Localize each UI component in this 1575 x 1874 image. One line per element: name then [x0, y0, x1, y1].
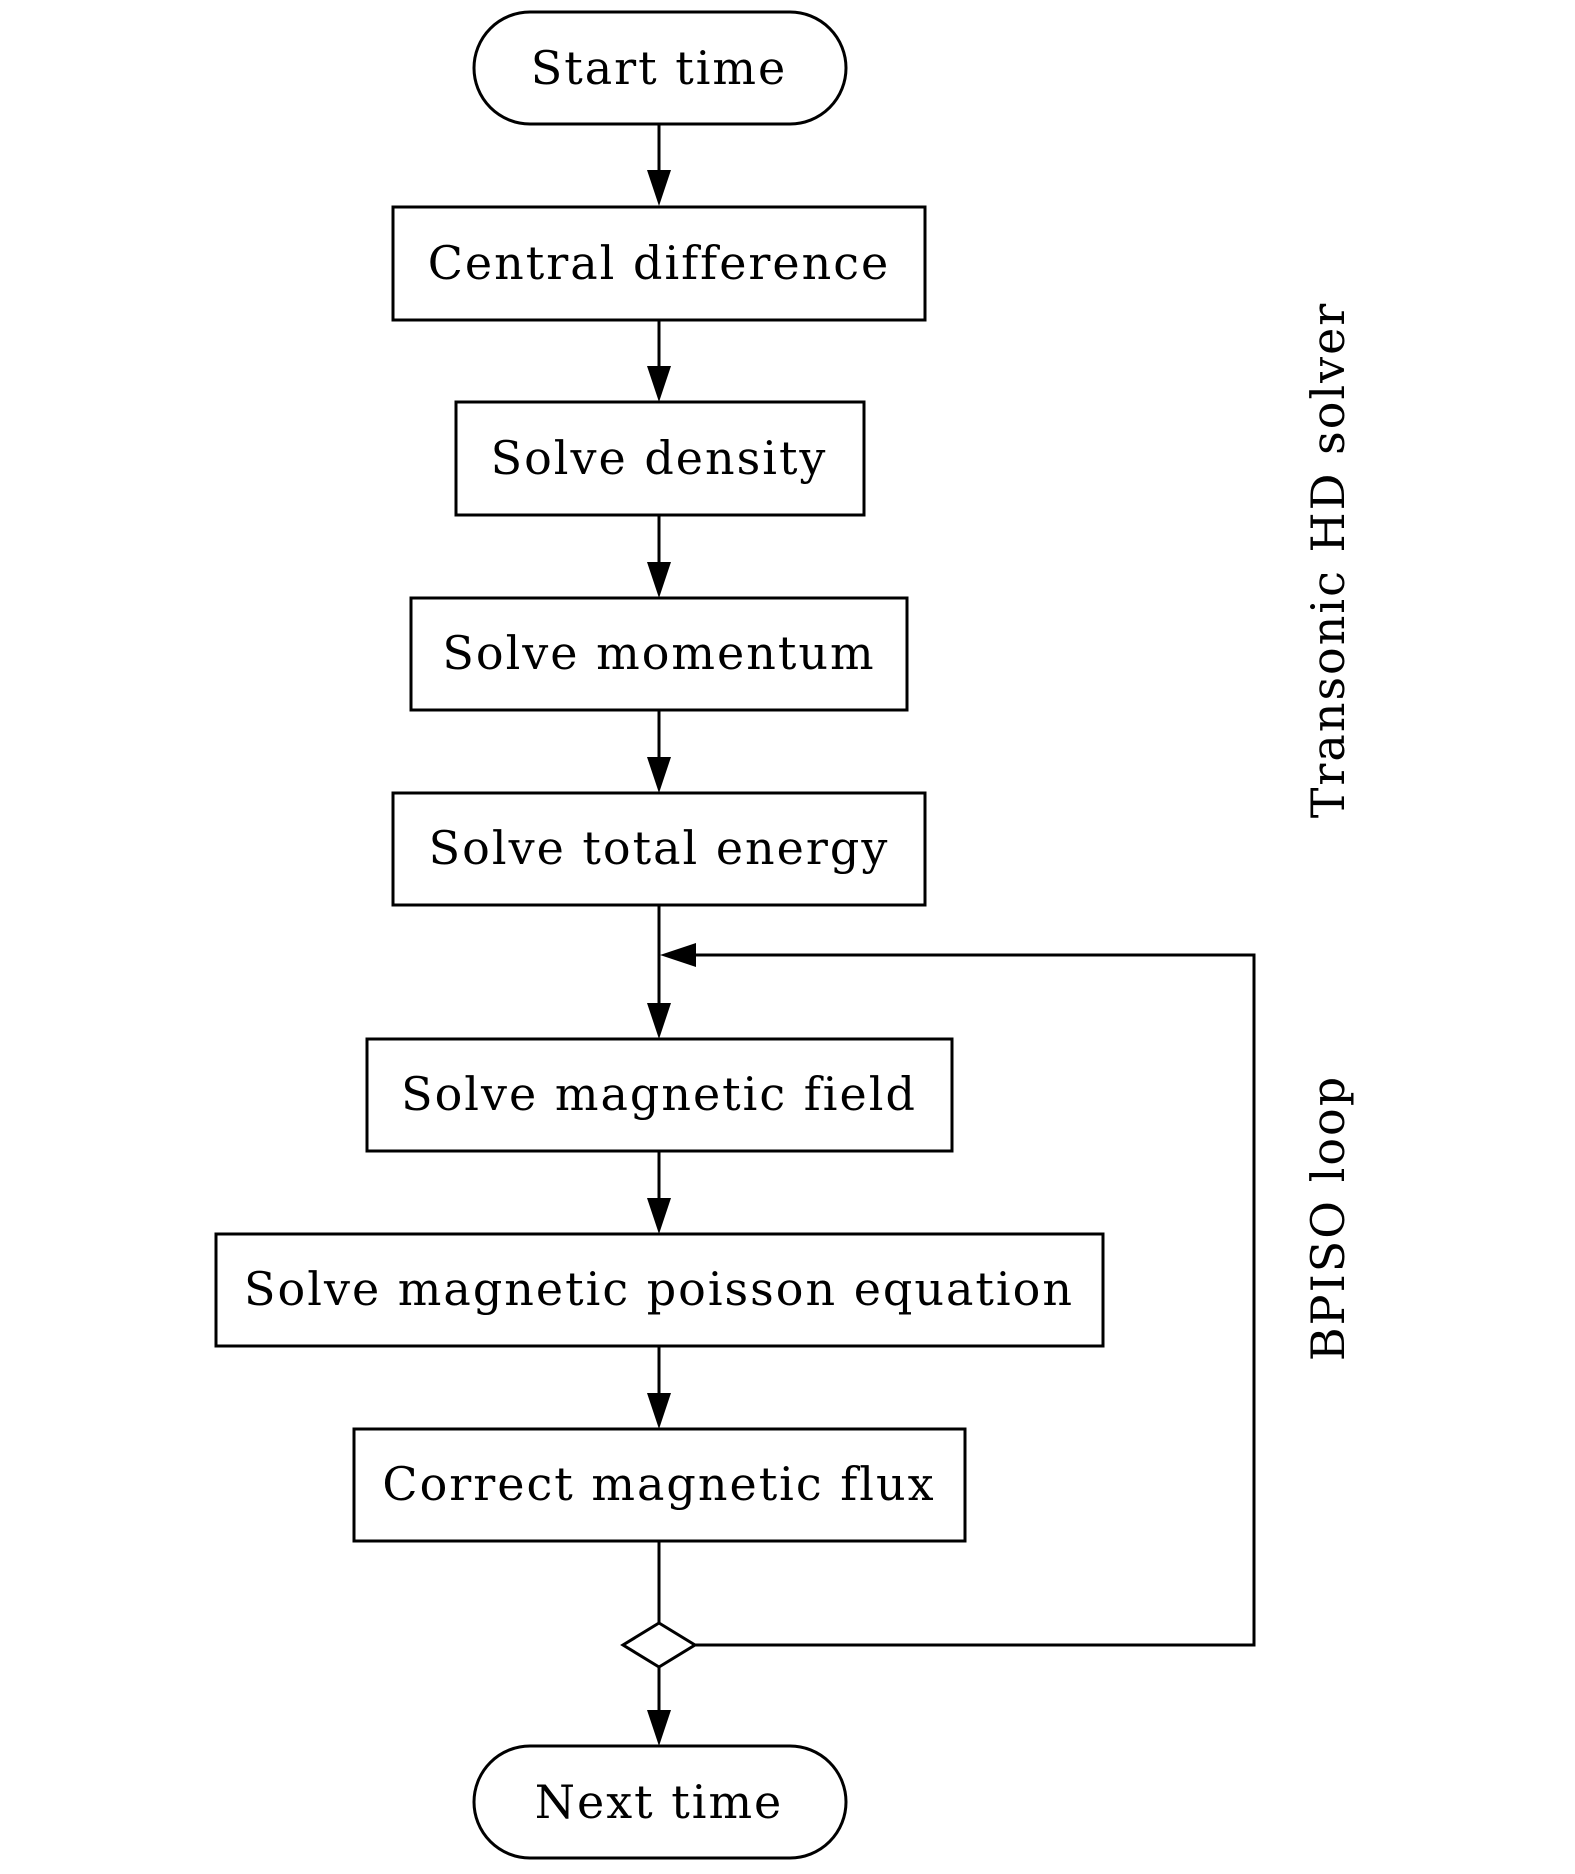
arrowhead — [647, 1710, 671, 1746]
arrowhead — [647, 170, 671, 206]
node-label-solve-total-energy: Solve total energy — [429, 821, 890, 875]
node-label-start: Start time — [531, 41, 788, 95]
group-label-bpiso-loop: BPISO loop — [1301, 1075, 1355, 1361]
node-label-correct-magnetic-flux: Correct magnetic flux — [382, 1457, 935, 1511]
process-box — [352, 1427, 967, 1543]
node-correct-magnetic-flux: Correct magnetic flux — [352, 1427, 967, 1543]
process-box — [365, 1037, 954, 1153]
terminal-shape — [472, 1744, 848, 1860]
node-label-solve-momentum: Solve momentum — [442, 626, 875, 680]
node-label-solve-magnetic-field: Solve magnetic field — [401, 1067, 917, 1121]
node-label-next-time: Next time — [535, 1775, 784, 1829]
node-start: Start time — [472, 10, 848, 126]
arrowhead — [647, 562, 671, 598]
group-label-transonic-hd-solver: Transonic HD solver — [1301, 302, 1355, 819]
arrowhead — [660, 943, 696, 967]
process-box — [409, 596, 909, 712]
node-solve-total-energy: Solve total energy — [391, 791, 927, 907]
arrowhead — [647, 1393, 671, 1429]
node-next-time: Next time — [472, 1744, 848, 1860]
node-solve-magnetic-poisson-equation: Solve magnetic poisson equation — [214, 1232, 1105, 1348]
process-box — [391, 205, 927, 322]
edge-loop-back — [684, 953, 1256, 1647]
connectors — [647, 125, 1256, 1746]
arrowhead — [647, 757, 671, 793]
node-solve-density: Solve density — [454, 400, 866, 517]
terminal-shape — [472, 10, 848, 126]
node-label-solve-density: Solve density — [491, 431, 828, 485]
node-label-central-difference: Central difference — [428, 236, 891, 290]
node-label-solve-magnetic-poisson-equation: Solve magnetic poisson equation — [244, 1262, 1074, 1316]
arrowhead — [647, 366, 671, 402]
decision-diamond — [620, 1621, 698, 1669]
process-box — [214, 1232, 1105, 1348]
process-box — [454, 400, 866, 517]
process-box — [391, 791, 927, 907]
arrowhead — [647, 1198, 671, 1234]
node-solve-magnetic-field: Solve magnetic field — [365, 1037, 954, 1153]
node-solve-momentum: Solve momentum — [409, 596, 909, 712]
node-central-difference: Central difference — [391, 205, 927, 322]
arrowhead — [647, 1003, 671, 1039]
